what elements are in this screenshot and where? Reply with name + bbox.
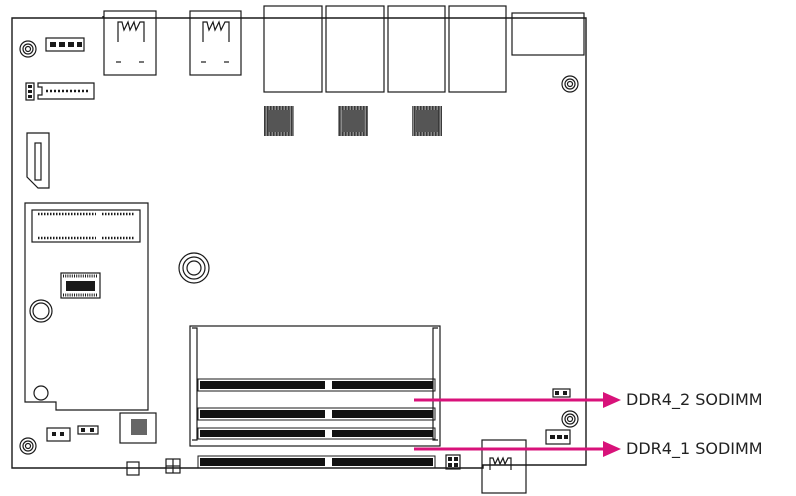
controller-chips bbox=[264, 106, 442, 136]
rear-io-connectors bbox=[263, 5, 585, 93]
sodimm-slot-outlines bbox=[197, 378, 436, 469]
callout-arrow-ddr4-2 bbox=[414, 392, 621, 408]
mounting-holes bbox=[19, 40, 579, 455]
bottom-right-components bbox=[445, 388, 571, 494]
sodimm-slot-ddr4-2 bbox=[200, 381, 433, 418]
hdmi-connector bbox=[26, 132, 50, 189]
pin-header-left bbox=[25, 82, 95, 101]
callout-label-ddr4-1: DDR4_1 SODIMM bbox=[626, 439, 763, 458]
bottom-right-pins bbox=[448, 391, 568, 467]
sodimm-slot-ddr4-1 bbox=[200, 430, 433, 466]
callout-label-ddr4-2: DDR4_2 SODIMM bbox=[626, 390, 763, 409]
rear-usb-port-1 bbox=[103, 10, 157, 76]
fan-header-top-left bbox=[45, 37, 85, 52]
m2-chip bbox=[60, 272, 101, 299]
m2-module bbox=[24, 202, 149, 411]
callout-arrow-ddr4-1 bbox=[414, 441, 621, 457]
bottom-left-pins bbox=[52, 419, 147, 436]
rear-usb-port-2 bbox=[189, 10, 242, 76]
bottom-left-headers bbox=[46, 412, 181, 476]
